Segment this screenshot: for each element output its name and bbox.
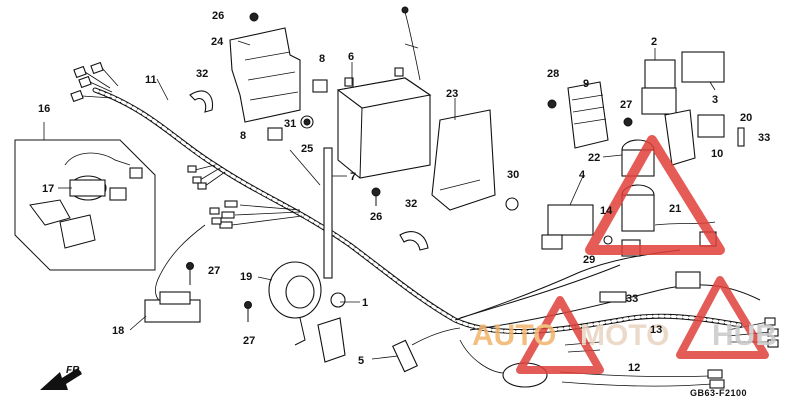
part-label-17: 17 (42, 183, 54, 195)
watermark-moto: MOTO (580, 319, 669, 352)
part-label-28: 28 (547, 68, 559, 80)
bracket (317, 292, 346, 363)
part-label-22: 22 (588, 152, 600, 164)
part-label-8a: 8 (319, 53, 325, 65)
part-label-31: 31 (284, 118, 296, 130)
battery-cover (431, 109, 496, 211)
front-direction-arrow: FR. (40, 365, 82, 390)
part-label-12: 12 (628, 362, 640, 374)
part-label-6: 6 (348, 51, 354, 63)
part-label-11: 11 (145, 74, 157, 86)
watermark-triangle-right (676, 276, 769, 359)
leader-lines (43, 40, 716, 360)
part-label-24: 24 (211, 36, 224, 48)
part-label-27b: 27 (208, 265, 220, 277)
pulse-generator (144, 224, 206, 323)
rod (289, 147, 333, 279)
relays (547, 51, 725, 149)
part-label-4: 4 (579, 169, 586, 181)
watermark-triangle-top (585, 135, 725, 255)
part-label-21: 21 (669, 203, 681, 215)
part-label-26b: 26 (370, 211, 382, 223)
small-parts (189, 79, 519, 251)
part-label-29: 29 (583, 254, 595, 266)
ignition-switch-group (14, 139, 156, 271)
part-label-9: 9 (583, 78, 589, 90)
part-label-13: 13 (650, 324, 662, 336)
arrow-icon (40, 368, 82, 390)
part-label-16: 16 (38, 103, 50, 115)
part-label-25: 25 (301, 143, 313, 155)
part-label-27c: 27 (243, 335, 255, 347)
watermark: AUTO MOTO HUB (472, 135, 777, 374)
watermark-hub: HUB (712, 319, 777, 352)
horn (244, 261, 322, 346)
part-label-33a: 33 (758, 132, 770, 144)
part-label-32b: 32 (405, 198, 417, 210)
part-label-30: 30 (507, 169, 519, 181)
front-label: FR. (66, 365, 82, 376)
part-label-18: 18 (112, 325, 124, 337)
part-label-3: 3 (712, 94, 718, 106)
bracket-10 (664, 109, 745, 166)
battery (336, 6, 432, 179)
part-label-23: 23 (446, 88, 458, 100)
watermark-triangle-left (516, 296, 604, 374)
part-label-7: 7 (350, 171, 356, 183)
part-labels: 1 2 3 4 5 6 7 8 8 9 10 11 12 13 14 16 17… (38, 10, 770, 374)
part-label-32a: 32 (196, 68, 208, 80)
part-label-1: 1 (362, 297, 368, 309)
part-label-19: 19 (240, 271, 252, 283)
wire-harness (70, 61, 761, 335)
part-label-33b: 33 (626, 293, 638, 305)
diagram-code: GB63-F2100 (690, 388, 747, 398)
part-label-10: 10 (711, 148, 723, 160)
battery-bracket (229, 12, 301, 123)
part-label-26a: 26 (212, 10, 224, 22)
part-label-5: 5 (358, 355, 364, 367)
part-label-20: 20 (740, 112, 752, 124)
part-label-14: 14 (600, 205, 613, 217)
part-label-27a: 27 (620, 99, 632, 111)
part-label-2: 2 (651, 36, 657, 48)
watermark-auto: AUTO (472, 319, 556, 352)
part-label-8b: 8 (240, 130, 246, 142)
